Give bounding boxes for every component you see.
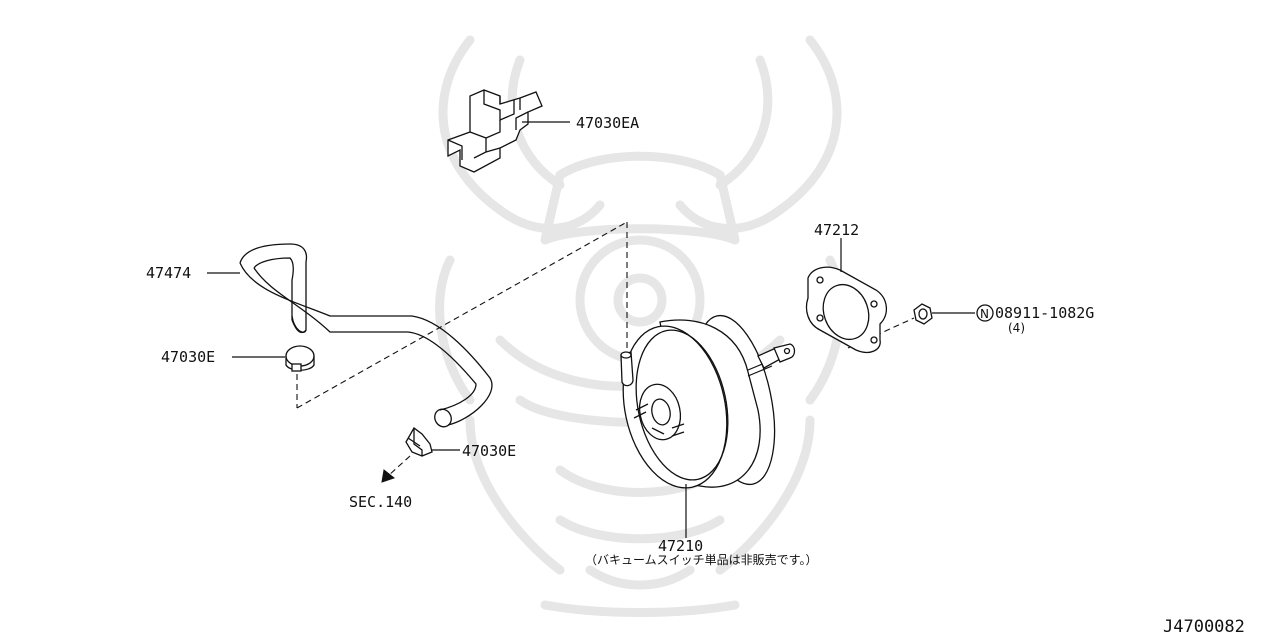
- nut-symbol-circle: [976, 304, 994, 322]
- gasket-47212: [805, 238, 887, 354]
- bracket-47030EA: [447, 89, 570, 173]
- label-08911-1082G: 08911-1082G: [995, 304, 1094, 322]
- label-47030E-lower: 47030E: [462, 442, 516, 460]
- hose-47474: [207, 243, 493, 428]
- brake-booster-47210: [620, 314, 796, 538]
- label-47212: 47212: [814, 221, 859, 239]
- label-nut-qty: (4): [1008, 321, 1025, 335]
- label-47030E-upper: 47030E: [161, 348, 215, 366]
- label-sec-140: SEC.140: [349, 493, 412, 511]
- clamp-47030E-lower: [381, 427, 460, 483]
- label-47210: 47210: [658, 537, 703, 555]
- label-47030EA: 47030EA: [576, 114, 639, 132]
- label-nut-symbol: N: [980, 307, 989, 321]
- clamp-47030E-upper: [232, 345, 315, 372]
- label-booster-note: （バキュームスイッチ単品は非販売です。）: [585, 552, 817, 567]
- nut-08911-1082G: [913, 303, 994, 325]
- label-47474: 47474: [146, 264, 191, 282]
- diagram-code: J4700082: [1163, 617, 1245, 637]
